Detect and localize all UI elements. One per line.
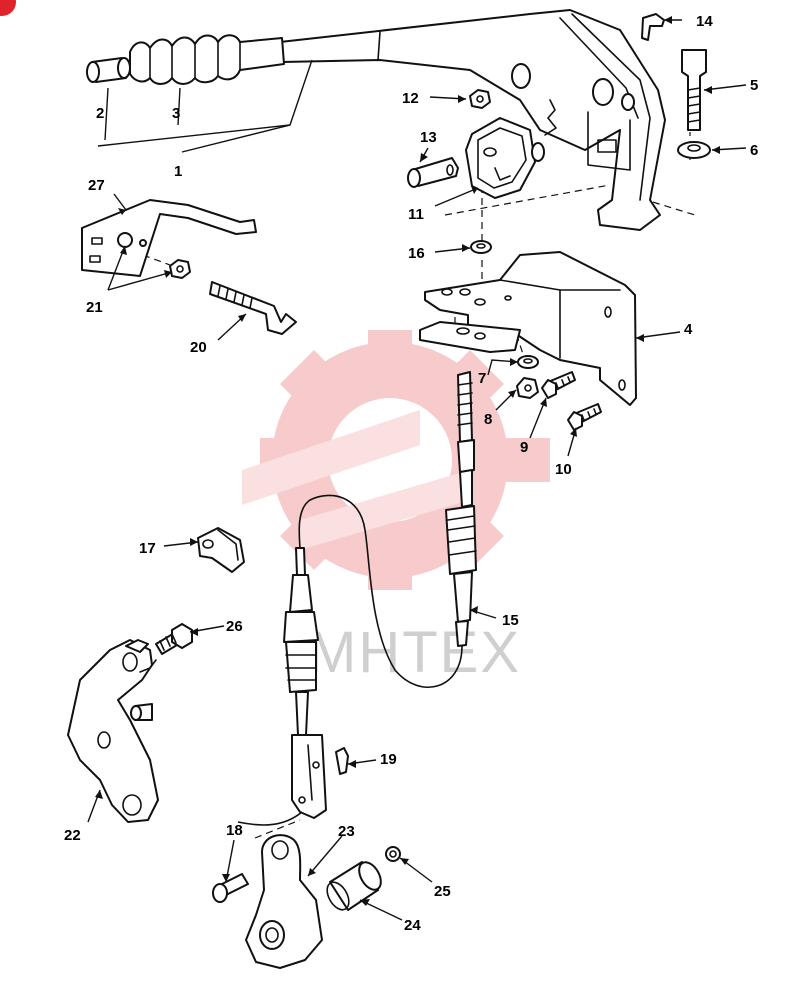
watermark-logo — [242, 330, 550, 590]
callout-labels: 1 2 3 4 5 6 7 8 9 10 11 12 13 14 15 16 1… — [64, 13, 758, 934]
part-24-bushing — [326, 861, 382, 911]
part-6-washer — [677, 141, 711, 159]
part-3-rubber-boot — [129, 34, 285, 85]
part-14-cotter-pin — [641, 13, 665, 41]
part-4-mounting-bracket — [419, 251, 637, 406]
callout-12: 12 — [402, 90, 419, 107]
callout-21: 21 — [86, 299, 103, 316]
part-19-clip-pin — [335, 747, 349, 775]
callout-4: 4 — [684, 321, 693, 338]
callout-7: 7 — [478, 370, 486, 387]
part-12-nut — [469, 89, 491, 109]
corner-badge — [0, 0, 16, 16]
callout-24: 24 — [404, 917, 421, 934]
callout-27: 27 — [88, 177, 105, 194]
callout-26: 26 — [226, 618, 243, 635]
part-27-bracket — [81, 199, 257, 277]
callout-14: 14 — [696, 13, 713, 30]
part-26-bolt — [155, 623, 193, 655]
callout-23: 23 — [338, 823, 355, 840]
part-2-knob — [86, 57, 131, 83]
part-22-bellcrank-lever — [67, 639, 159, 823]
part-17-clamp — [197, 527, 245, 573]
part-20-hook-bolt — [209, 281, 297, 335]
watermark-text: MHTEX — [308, 620, 521, 685]
part-10-screw — [567, 403, 602, 431]
part-21-nut — [169, 259, 191, 279]
part-9-screw — [541, 371, 576, 399]
callout-16: 16 — [408, 245, 425, 262]
callout-6: 6 — [750, 142, 758, 159]
part-15-push-pull-cable — [237, 371, 477, 826]
part-23-lever-arm — [245, 834, 323, 969]
callout-8: 8 — [484, 411, 492, 428]
part-7-washer — [517, 355, 539, 369]
callout-22: 22 — [64, 827, 81, 844]
callout-11: 11 — [408, 206, 424, 223]
callout-19: 19 — [380, 751, 397, 768]
part-1-shift-lever — [279, 9, 666, 231]
part-25-washer — [385, 846, 401, 862]
part-8-nut — [516, 377, 539, 399]
callout-13: 13 — [420, 129, 437, 146]
part-16-washer — [470, 240, 492, 254]
callout-9: 9 — [520, 439, 528, 456]
callout-2: 2 — [96, 105, 104, 122]
callout-20: 20 — [190, 339, 207, 356]
callout-5: 5 — [750, 77, 758, 94]
part-11-pivot-socket — [465, 117, 545, 199]
callout-17: 17 — [139, 540, 156, 557]
part-18-pin — [212, 873, 249, 903]
callout-1: 1 — [174, 163, 182, 180]
callout-15: 15 — [502, 612, 519, 629]
callout-18: 18 — [226, 822, 243, 839]
callout-10: 10 — [555, 461, 572, 478]
arrowheads — [95, 16, 720, 906]
part-13-pin — [407, 157, 459, 188]
part-5-bolt — [681, 49, 707, 131]
callout-25: 25 — [434, 883, 451, 900]
callout-3: 3 — [172, 105, 180, 122]
